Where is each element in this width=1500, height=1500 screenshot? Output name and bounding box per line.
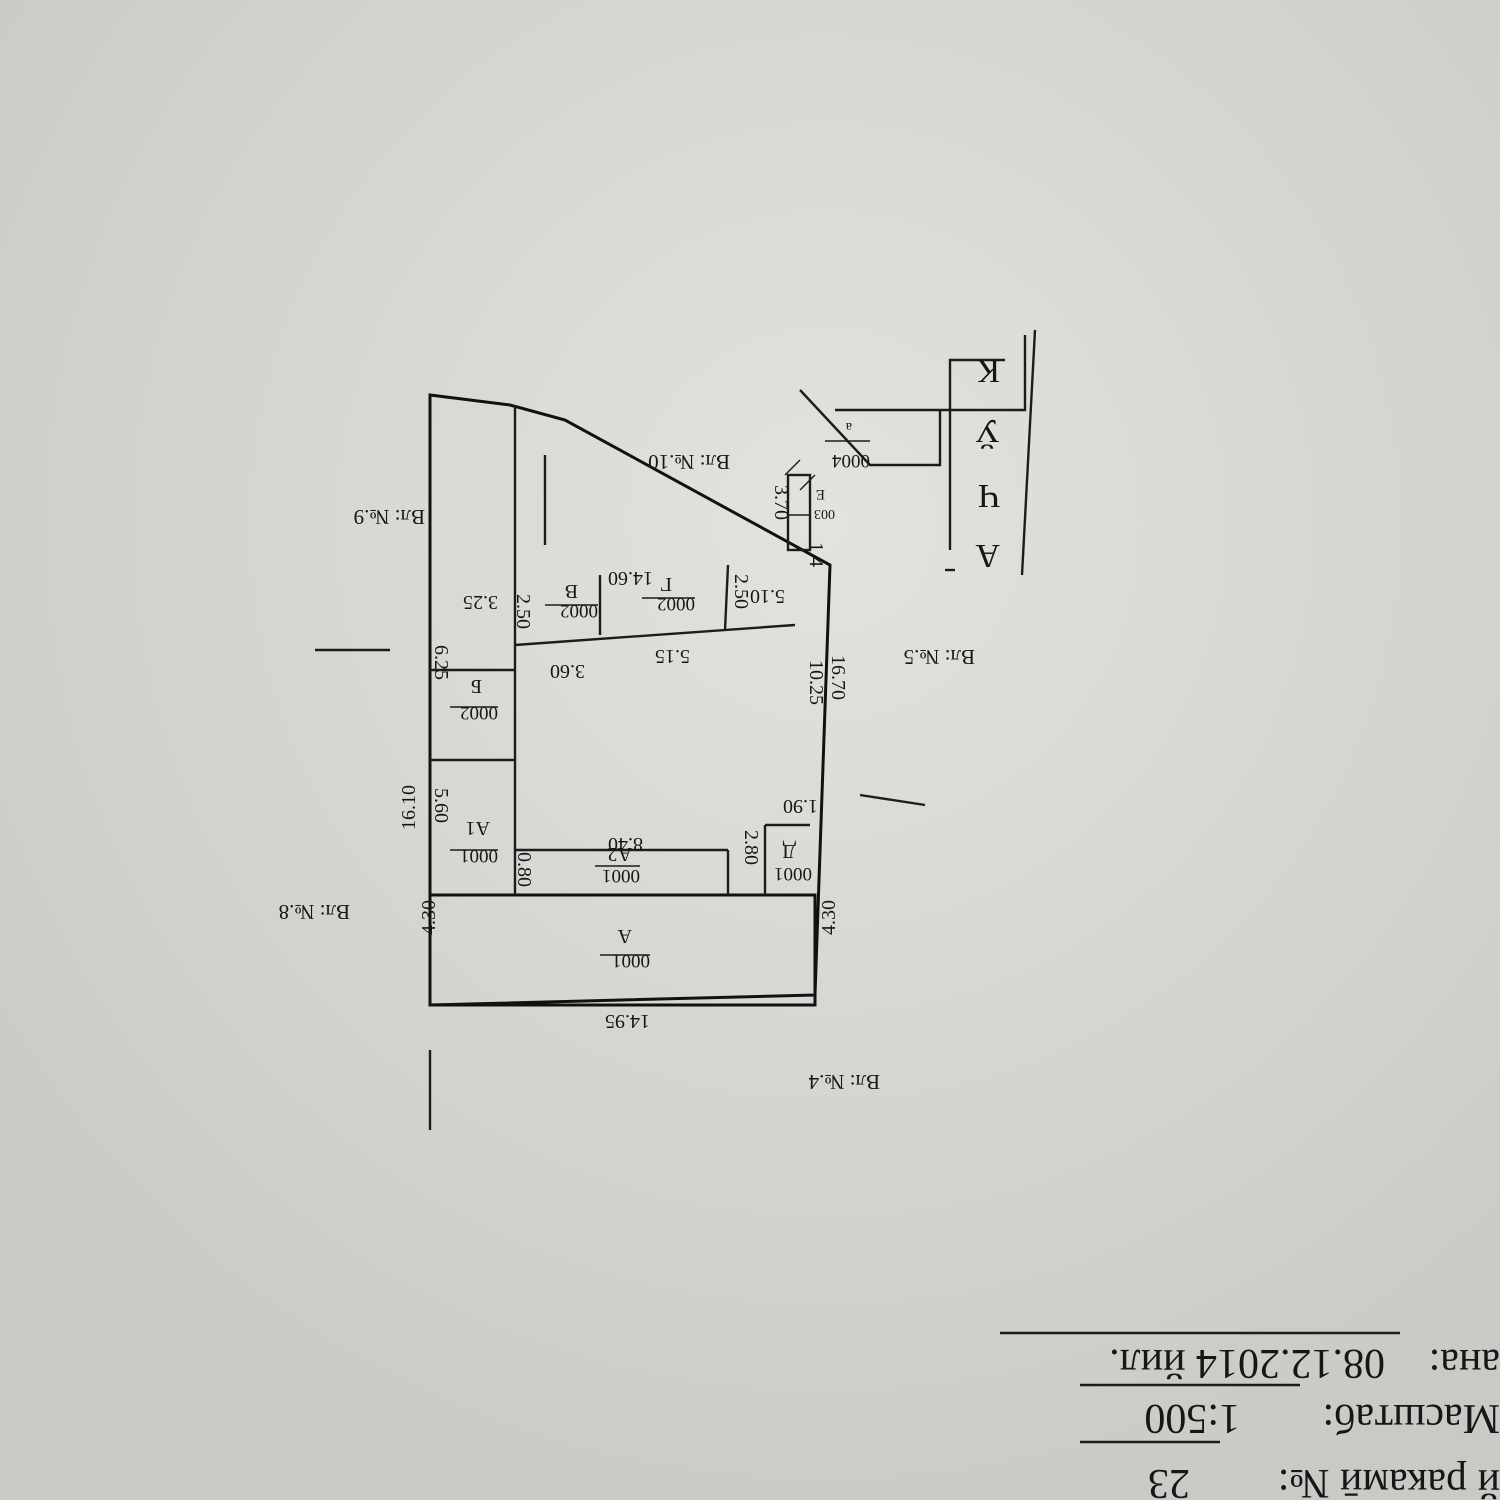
building-d-letter: Д	[782, 840, 796, 862]
neighbor-label-n4: Вл: №.4	[808, 1070, 880, 1094]
dim-court-bottom: 8.40	[608, 833, 643, 855]
label-building-g: 0002 Г	[642, 573, 695, 614]
dim-left-total: 16.10	[398, 785, 420, 830]
dim-bottom: 14.95	[605, 1010, 650, 1032]
dim-left-a1: 5.60	[430, 788, 452, 823]
dim-e-side: 1.4	[805, 542, 827, 567]
g-right-wall	[723, 564, 730, 631]
courtyard-top-wall	[514, 623, 796, 647]
street-edge-line	[835, 335, 1027, 550]
footer-label-number: й ракамӣ №:	[1278, 1460, 1500, 1500]
dim-d-width: 1.90	[783, 795, 818, 817]
dim-left-a: 4.30	[418, 900, 440, 935]
street-letter-4: А	[973, 537, 1000, 574]
building-b-code: 0002	[460, 702, 498, 723]
plan-labels: К Ў Ч А Вл: №.10 Вл: №.9 Вл: №.5 Вл: №.8…	[279, 352, 1000, 1094]
e-tick	[799, 474, 816, 491]
dim-e-len: 3.70	[770, 485, 792, 520]
building-e-code: 003	[814, 506, 835, 521]
dim-top-g: 2.50	[730, 574, 752, 609]
dim-a2-side: 0.80	[513, 852, 535, 887]
label-building-a: 0001 А	[600, 925, 650, 971]
gate-code: 0004	[832, 450, 871, 471]
label-building-b: 0002 Б	[450, 675, 498, 723]
footer-label-date: ана:	[1429, 1340, 1500, 1386]
building-a1-letter: А1	[466, 817, 490, 839]
dim-court-top2: 5.15	[655, 645, 690, 667]
building-a2-code: 0001	[602, 865, 640, 886]
building-b-letter: Б	[471, 675, 482, 697]
footer-value-date: 08.12.2014 йил.	[1109, 1340, 1385, 1386]
gate-letter: а	[845, 419, 852, 434]
building-a	[428, 893, 817, 1007]
gate-line	[799, 389, 942, 467]
dim-top-total: 14.60	[608, 567, 653, 589]
dim-right-inner: 10.25	[805, 660, 827, 705]
label-building-a2: 0001 А2	[595, 843, 640, 886]
e-tick-2	[784, 459, 801, 476]
dim-right-a: 4.30	[818, 900, 840, 935]
footer-value-number: 23	[1148, 1460, 1190, 1500]
label-building-v: 0002 В	[545, 580, 598, 621]
building-a1-code: 0001	[460, 845, 498, 866]
plan-drawing	[315, 329, 1037, 1130]
label-gate: 0004 а	[825, 419, 870, 471]
neighbor-label-n9: Вл: №.9	[354, 505, 425, 529]
dim-left-top: 3.25	[463, 591, 498, 613]
label-building-e: 003 Е	[814, 486, 835, 521]
dim-top-part: 5.10	[750, 585, 785, 607]
footer-label-scale: Масштаб:	[1322, 1395, 1500, 1441]
dim-court-top: 3.60	[550, 660, 585, 682]
building-g-letter: Г	[660, 573, 672, 595]
dim-left-b: 6.25	[430, 645, 452, 680]
dim-d-side: 2.80	[740, 830, 762, 865]
dim-top-v: 2.50	[512, 594, 534, 629]
footer-value-scale: 1:500	[1144, 1395, 1240, 1441]
label-building-a1: 0001 А1	[450, 817, 498, 866]
building-g-code: 0002	[657, 593, 695, 614]
street-frontage-line	[1020, 329, 1037, 576]
neighbor-label-n8: Вл: №.8	[279, 900, 350, 924]
neighbor-label-n10: Вл: №.10	[648, 450, 730, 474]
building-d-code: 0001	[774, 863, 812, 884]
label-building-d: 0001 Д	[774, 840, 812, 884]
footer: й ракамӣ №: 23 Масштаб: 1:500 ана: 08.12…	[1000, 1331, 1500, 1500]
building-a2-letter: А2	[608, 843, 632, 865]
street-boundaries	[799, 329, 1037, 576]
building-e	[786, 473, 812, 552]
dim-right-total: 16.70	[827, 655, 849, 700]
building-e-letter: Е	[816, 486, 825, 502]
street-letter-1: К	[975, 352, 1000, 389]
building-a-code: 0001	[612, 950, 650, 971]
building-v-code: 0002	[560, 600, 598, 621]
boundary-dash-n8	[859, 793, 926, 807]
neighbor-label-n5: Вл: №.5	[904, 645, 975, 669]
street-letter-2: Ў	[974, 412, 1000, 449]
building-v-letter: В	[565, 580, 578, 602]
street-letter-3: Ч	[976, 477, 1000, 514]
building-a-letter: А	[617, 925, 632, 947]
